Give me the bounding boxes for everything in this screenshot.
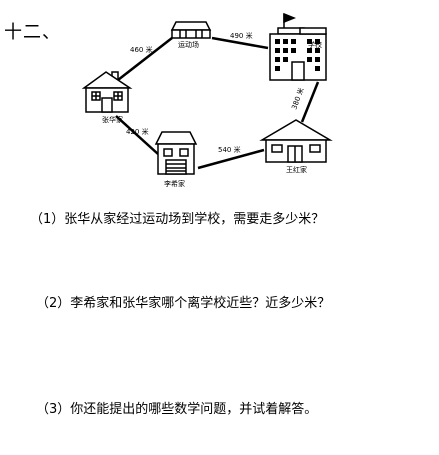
- distance-playground-school: 490 米: [230, 31, 253, 40]
- roads: [115, 36, 320, 170]
- road-school-wanghong: [300, 81, 320, 123]
- question-3: （3）你还能提出的哪些数学问题，并试着解答。: [36, 402, 318, 417]
- distance-zhanghua-lixi: 420 米: [126, 127, 149, 136]
- road-zhanghua-lixi: [115, 115, 159, 155]
- playground-label: 运动场: [178, 40, 199, 49]
- zhanghua-home-label: 张华家: [102, 115, 123, 124]
- question-2: （2）李希家和张华家哪个离学校近些？近多少米？: [36, 296, 331, 311]
- wanghong-home-label: 王红家: [286, 165, 307, 174]
- distance-lixi-wanghong: 540 米: [218, 145, 241, 154]
- school-icon: [269, 12, 327, 81]
- playground-icon: [170, 21, 212, 39]
- question-1: （1）张华从家经过运动场到学校，需要走多少米？: [30, 212, 325, 227]
- route-map: 运动场 学校 张华家: [81, 12, 333, 188]
- road-lixi-wanghong: [197, 148, 265, 170]
- road-playground-school: [211, 36, 269, 50]
- distance-school-wanghong: 380 米: [289, 86, 305, 110]
- distance-zhanghua-playground: 460 米: [130, 45, 153, 54]
- school-label: 学校: [308, 40, 322, 49]
- wanghong-home-icon: [259, 119, 333, 163]
- road-zhanghua-playground: [117, 37, 173, 81]
- zhanghua-home-icon: [81, 71, 133, 113]
- lixi-home-label: 李希家: [164, 179, 185, 188]
- problem-number: 十二、: [4, 22, 61, 43]
- lixi-home-icon: [154, 131, 198, 175]
